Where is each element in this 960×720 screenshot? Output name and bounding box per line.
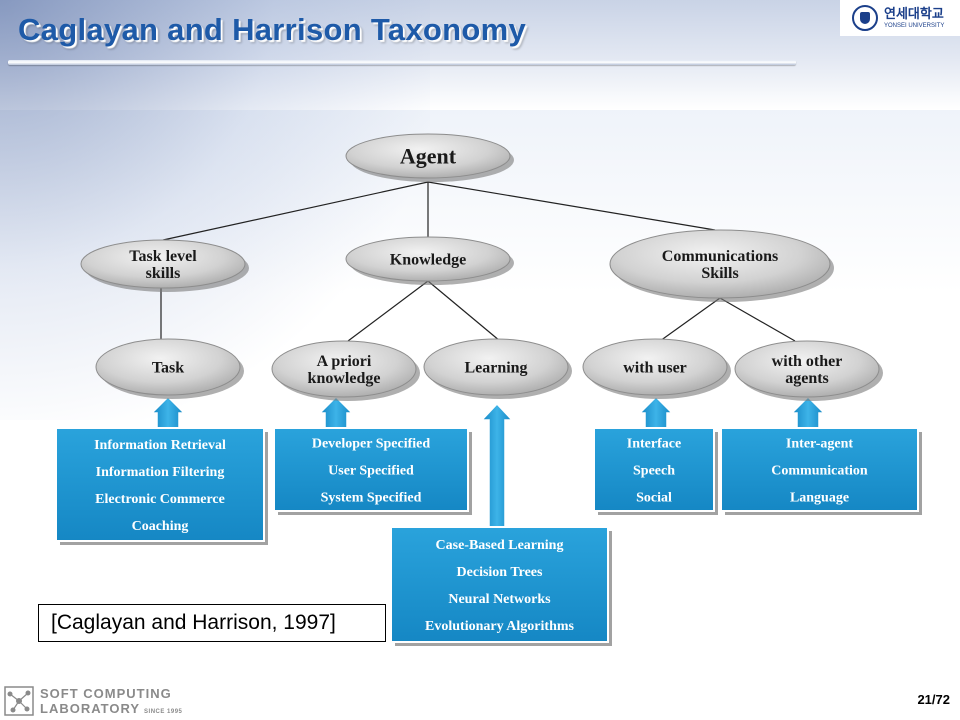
arrow-up-icon [638, 395, 674, 429]
tree-connector-line [347, 280, 429, 342]
example-item: Case-Based Learning [436, 538, 564, 553]
node-ellipse [345, 236, 511, 282]
arrow-up-icon [150, 395, 186, 429]
node-ellipse [345, 133, 511, 179]
node-ellipse [609, 229, 831, 299]
node-label: skills [146, 265, 181, 282]
example-item: Social [636, 491, 672, 506]
example-item: Neural Networks [448, 592, 551, 607]
example-item: Communication [771, 464, 868, 479]
arrow-up-icon [318, 395, 354, 429]
example-item: System Specified [321, 491, 422, 506]
example-item: Speech [633, 464, 675, 479]
university-subtitle: YONSEI UNIVERSITY [884, 22, 945, 29]
example-item: Developer Specified [312, 437, 431, 452]
node-label: A priori [317, 353, 372, 370]
arrow-shape [150, 395, 186, 429]
example-item: Inter-agent [786, 437, 853, 452]
citation-box: [Caglayan and Harrison, 1997] [38, 604, 386, 642]
node-label: Task [152, 360, 184, 377]
tree-connector-line [427, 181, 716, 231]
node-label: agents [785, 370, 829, 387]
node-ellipse [271, 340, 417, 398]
node-label: Learning [464, 360, 527, 377]
node-ellipse [582, 338, 728, 396]
node-label: Knowledge [390, 252, 466, 269]
node-ellipse [734, 340, 880, 398]
node-label: knowledge [308, 370, 381, 387]
node-label: Skills [701, 265, 738, 282]
university-emblem-icon [852, 5, 878, 31]
arrow-shape [318, 395, 354, 429]
university-name: 연세대학교 [884, 6, 944, 22]
example-item: Information Filtering [96, 465, 225, 480]
example-item: Evolutionary Algorithms [425, 619, 575, 634]
network-nodes-icon [4, 686, 34, 716]
slide-title: Caglayan and Harrison Taxonomy [18, 12, 526, 47]
node-label: Agent [400, 144, 457, 169]
lab-name-line2: LABORATORY [40, 701, 141, 716]
node-ellipse [95, 338, 241, 396]
arrow-up-icon [790, 395, 826, 429]
tree-connector-line [659, 297, 721, 342]
node-label: Communications [662, 248, 778, 265]
example-item: Decision Trees [457, 565, 543, 580]
tree-connector-line [162, 181, 429, 241]
box-body [720, 427, 919, 512]
lab-name-line1: SOFT COMPUTING [40, 686, 172, 701]
example-item: Information Retrieval [94, 438, 226, 453]
title-underline [8, 60, 796, 65]
page-number: 21/72 [917, 692, 950, 707]
arrow-shape [790, 395, 826, 429]
tree-connector-line [427, 280, 501, 342]
node-agent: Agent [345, 133, 514, 182]
node-with-user: with user [582, 338, 731, 399]
example-item: Electronic Commerce [95, 492, 225, 507]
node-ellipse [80, 239, 246, 289]
node-knowledge: Knowledge [345, 236, 514, 285]
box-body [55, 427, 265, 542]
example-item: User Specified [328, 464, 414, 479]
example-item: Language [790, 491, 849, 506]
lab-since: SINCE 1995 [144, 709, 183, 715]
node-ellipse [423, 338, 569, 396]
example-item: Coaching [132, 519, 189, 534]
node-task: Task [95, 338, 244, 399]
box-body [273, 427, 469, 512]
university-logo: 연세대학교 YONSEI UNIVERSITY [840, 0, 960, 36]
tree-connector-line [719, 297, 796, 342]
box-body [390, 526, 609, 643]
node-label: with user [623, 360, 687, 377]
node-label: Task level [129, 248, 197, 265]
arrow-up-icon [480, 402, 514, 528]
arrow-shape [638, 395, 674, 429]
example-item: Interface [627, 437, 681, 452]
box-body [593, 427, 715, 512]
node-label: with other [772, 353, 843, 370]
arrow-shape [480, 402, 514, 528]
node-learning: Learning [423, 338, 572, 399]
